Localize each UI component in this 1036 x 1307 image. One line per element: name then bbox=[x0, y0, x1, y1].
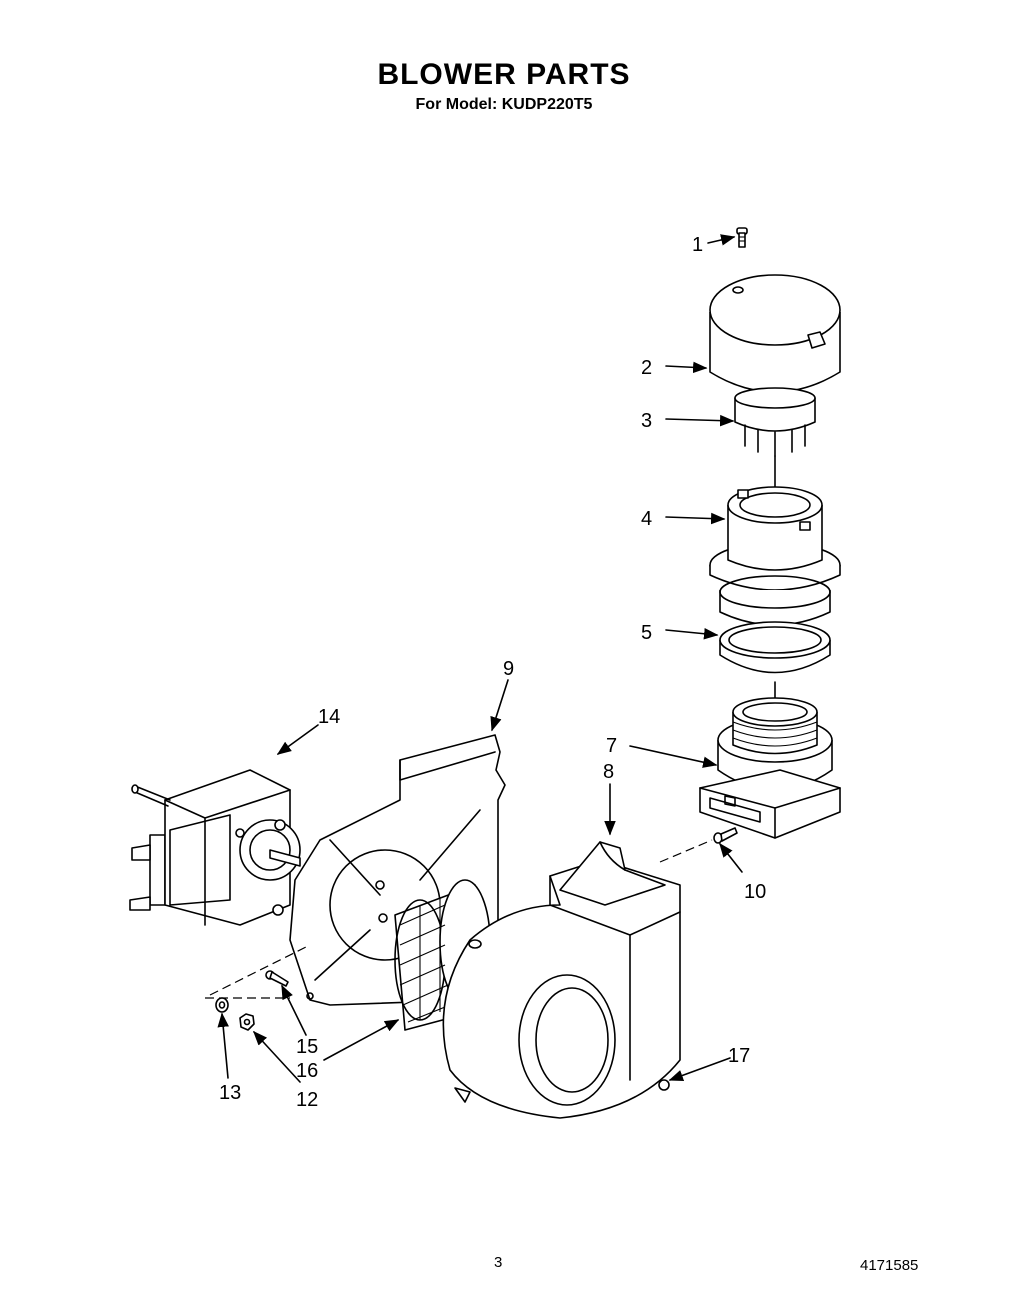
part-8-base-bracket bbox=[699, 769, 841, 839]
callout-4: 4 bbox=[641, 508, 652, 530]
part-10-screw bbox=[713, 827, 738, 844]
leader-9 bbox=[490, 679, 509, 732]
callout-10: 10 bbox=[744, 881, 766, 903]
leader-10 bbox=[719, 842, 743, 873]
leader-12 bbox=[253, 1030, 301, 1083]
page-number: 3 bbox=[494, 1254, 503, 1271]
leader-14 bbox=[276, 724, 319, 755]
leader-16 bbox=[323, 1019, 400, 1061]
part-3-impeller bbox=[734, 387, 816, 457]
leader-7 bbox=[629, 745, 718, 768]
callout-15: 15 bbox=[296, 1036, 318, 1058]
leader-5 bbox=[665, 628, 719, 640]
document-number: 4171585 bbox=[860, 1257, 919, 1274]
leader-13 bbox=[217, 1012, 229, 1079]
part-5-gasket bbox=[719, 621, 831, 674]
callout-8: 8 bbox=[603, 761, 614, 783]
leader-1 bbox=[707, 234, 736, 246]
model-subtitle: For Model: KUDP220T5 bbox=[415, 96, 593, 113]
part-14-motor bbox=[129, 769, 301, 926]
part-2-cover bbox=[709, 274, 841, 393]
page-title: BLOWER PARTS bbox=[377, 58, 631, 91]
callout-16: 16 bbox=[296, 1060, 318, 1082]
callout-13: 13 bbox=[219, 1082, 241, 1104]
callout-14: 14 bbox=[318, 706, 340, 728]
leader-2 bbox=[665, 361, 708, 374]
blower-housing bbox=[442, 841, 681, 1119]
part-15-screw bbox=[265, 970, 289, 987]
leader-3 bbox=[665, 414, 735, 427]
callout-2: 2 bbox=[641, 357, 652, 379]
part-1-screw bbox=[736, 227, 748, 248]
callout-17: 17 bbox=[728, 1045, 750, 1067]
callout-7: 7 bbox=[606, 735, 617, 757]
callout-3: 3 bbox=[641, 410, 652, 432]
part-12-nut bbox=[239, 1013, 255, 1031]
part-13-washer bbox=[215, 997, 229, 1013]
leader-17 bbox=[668, 1057, 731, 1081]
callout-5: 5 bbox=[641, 622, 652, 644]
leader-4 bbox=[665, 512, 726, 525]
leader-15 bbox=[281, 984, 307, 1036]
callout-9: 9 bbox=[503, 658, 514, 680]
callout-12: 12 bbox=[296, 1089, 318, 1111]
callout-1: 1 bbox=[692, 234, 703, 256]
part-4-collar bbox=[709, 486, 841, 626]
